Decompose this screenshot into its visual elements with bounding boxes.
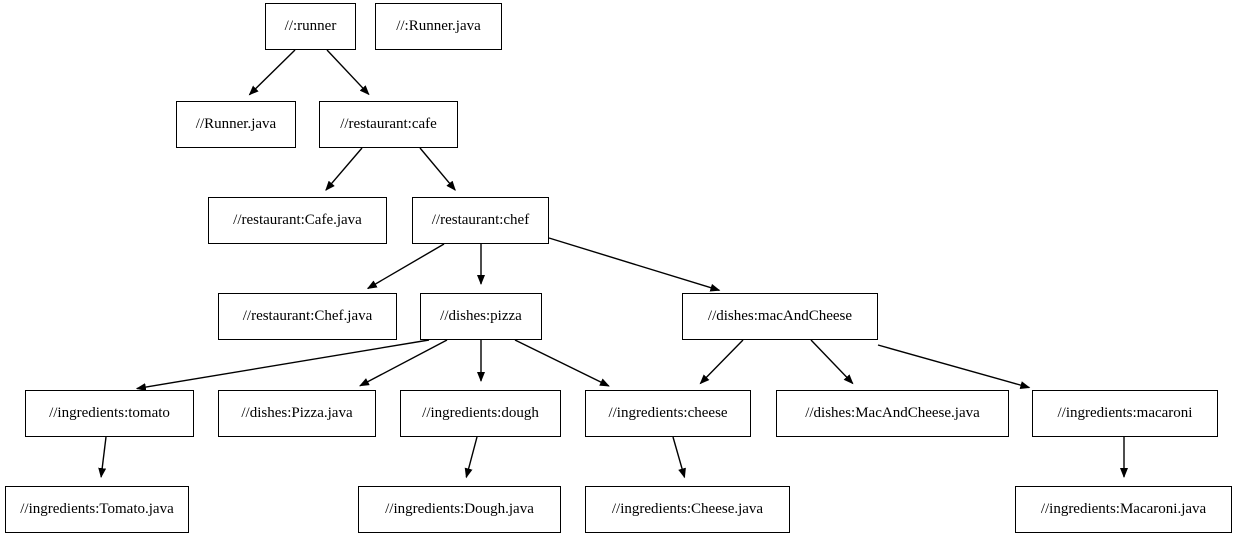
node-label: //restaurant:chef [431,212,530,228]
graph-node-ingredients-tomato-java[interactable]: //ingredients:Tomato.java [5,486,189,533]
graph-node-ingredients-cheese[interactable]: //ingredients:cheese [585,390,751,437]
node-label: //ingredients:Dough.java [385,501,534,517]
node-label: //dishes:pizza [440,308,522,324]
node-label: //ingredients:cheese [608,405,728,421]
graph-node-ingredients-cheese-java[interactable]: //ingredients:Cheese.java [585,486,790,533]
node-label: //ingredients:Cheese.java [611,501,764,517]
node-label: //ingredients:dough [422,405,539,421]
node-label: //ingredients:Macaroni.java [1040,501,1207,517]
graph-node-dishes-pizza-java[interactable]: //dishes:Pizza.java [218,390,376,437]
node-label: //restaurant:cafe [340,116,437,132]
graph-node-dishes-pizza[interactable]: //dishes:pizza [420,293,542,340]
graph-node-restaurant-cafe[interactable]: //restaurant:cafe [319,101,458,148]
node-label: //ingredients:macaroni [1057,405,1193,421]
node-label: //ingredients:tomato [49,405,170,421]
graph-node-runner-target[interactable]: //:runner [265,3,356,50]
graph-node-restaurant-chef-java[interactable]: //restaurant:Chef.java [218,293,397,340]
node-label: //dishes:Pizza.java [241,405,353,421]
node-label: //restaurant:Chef.java [242,308,373,324]
graph-node-dishes-macandcheese[interactable]: //dishes:macAndCheese [682,293,878,340]
node-label: //ingredients:Tomato.java [20,501,174,517]
graph-node-restaurant-chef[interactable]: //restaurant:chef [412,197,549,244]
graph-node-ingredients-dough[interactable]: //ingredients:dough [400,390,561,437]
graph-node-ingredients-macaroni-java[interactable]: //ingredients:Macaroni.java [1015,486,1232,533]
graph-node-restaurant-cafe-java[interactable]: //restaurant:Cafe.java [208,197,387,244]
graph-node-ingredients-dough-java[interactable]: //ingredients:Dough.java [358,486,561,533]
node-label: //dishes:macAndCheese [707,308,853,324]
graph-node-ingredients-tomato[interactable]: //ingredients:tomato [25,390,194,437]
node-label: //dishes:MacAndCheese.java [805,405,980,421]
graph-node-runner-java[interactable]: //Runner.java [176,101,296,148]
node-label: //:Runner.java [396,18,481,34]
graph-node-dishes-macandcheese-java[interactable]: //dishes:MacAndCheese.java [776,390,1009,437]
graph-node-root-runner-java[interactable]: //:Runner.java [375,3,502,50]
graph-node-ingredients-macaroni[interactable]: //ingredients:macaroni [1032,390,1218,437]
node-label: //restaurant:Cafe.java [233,212,362,228]
node-label: //:runner [284,18,337,34]
node-label: //Runner.java [195,116,277,132]
